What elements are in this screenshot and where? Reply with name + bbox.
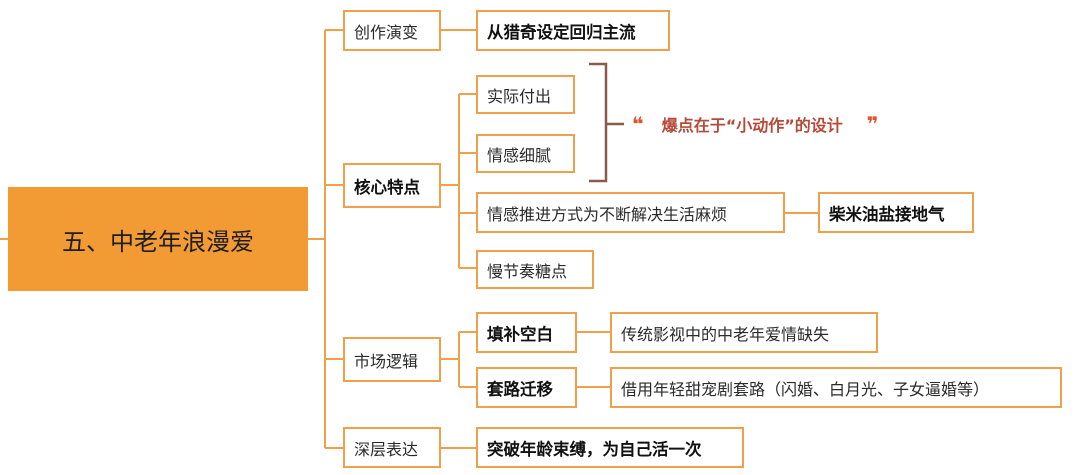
summary-quote-text: 爆点在于“小动作”的设计 bbox=[661, 116, 843, 135]
branch-evolution-label: 创作演变 bbox=[354, 22, 419, 42]
core-item-label: 实际付出 bbox=[487, 86, 552, 106]
market-fill-gap-label: 填补空白 bbox=[487, 324, 553, 344]
market-fill-gap-detail[interactable]: 传统影视中的中老年爱情缺失 bbox=[610, 312, 878, 353]
branch-evolution[interactable]: 创作演变 bbox=[343, 10, 441, 51]
core-item-label: 情感细腻 bbox=[487, 145, 552, 165]
branch-core-label: 核心特点 bbox=[354, 177, 420, 197]
grounded-leaf-label: 柴米油盐接地气 bbox=[829, 204, 945, 224]
close-quote-icon: ❞ bbox=[866, 112, 879, 136]
grounded-leaf[interactable]: 柴米油盐接地气 bbox=[818, 192, 974, 233]
open-quote-icon: ❝ bbox=[632, 112, 644, 136]
core-item-actual-effort[interactable]: 实际付出 bbox=[476, 75, 575, 114]
core-item-slow-sweet[interactable]: 慢节奏糖点 bbox=[476, 250, 594, 289]
deep-leaf-label: 突破年龄束缚，为自己活一次 bbox=[487, 439, 702, 459]
market-fill-gap-detail-label: 传统影视中的中老年爱情缺失 bbox=[621, 324, 830, 344]
core-item-label: 情感推进方式为不断解决生活麻烦 bbox=[487, 204, 728, 224]
branch-core[interactable]: 核心特点 bbox=[343, 163, 441, 208]
deep-leaf[interactable]: 突破年龄束缚，为自己活一次 bbox=[476, 427, 744, 468]
market-routine-shift-label: 套路迁移 bbox=[487, 379, 553, 399]
core-item-label: 慢节奏糖点 bbox=[487, 261, 568, 281]
evolution-leaf-label: 从猎奇设定回归主流 bbox=[487, 22, 636, 42]
branch-deep-label: 深层表达 bbox=[354, 439, 419, 459]
branch-market-label: 市场逻辑 bbox=[354, 351, 419, 371]
core-item-emotion-progress[interactable]: 情感推进方式为不断解决生活麻烦 bbox=[476, 192, 785, 233]
branch-deep[interactable]: 深层表达 bbox=[343, 427, 441, 468]
market-routine-shift-detail[interactable]: 借用年轻甜宠剧套路（闪婚、白月光、子女逼婚等） bbox=[610, 367, 1062, 408]
market-fill-gap[interactable]: 填补空白 bbox=[476, 312, 577, 353]
root-topic[interactable]: 五、中老年浪漫爱 bbox=[8, 187, 308, 291]
root-label: 五、中老年浪漫爱 bbox=[62, 227, 254, 256]
evolution-leaf[interactable]: 从猎奇设定回归主流 bbox=[476, 10, 670, 51]
core-item-delicate-emotion[interactable]: 情感细腻 bbox=[476, 134, 575, 173]
market-routine-shift-detail-label: 借用年轻甜宠剧套路（闪婚、白月光、子女逼婚等） bbox=[621, 379, 990, 399]
branch-market[interactable]: 市场逻辑 bbox=[343, 337, 441, 382]
summary-quote[interactable]: ❝ 爆点在于“小动作”的设计 ❞ bbox=[632, 110, 879, 138]
market-routine-shift[interactable]: 套路迁移 bbox=[476, 367, 577, 408]
